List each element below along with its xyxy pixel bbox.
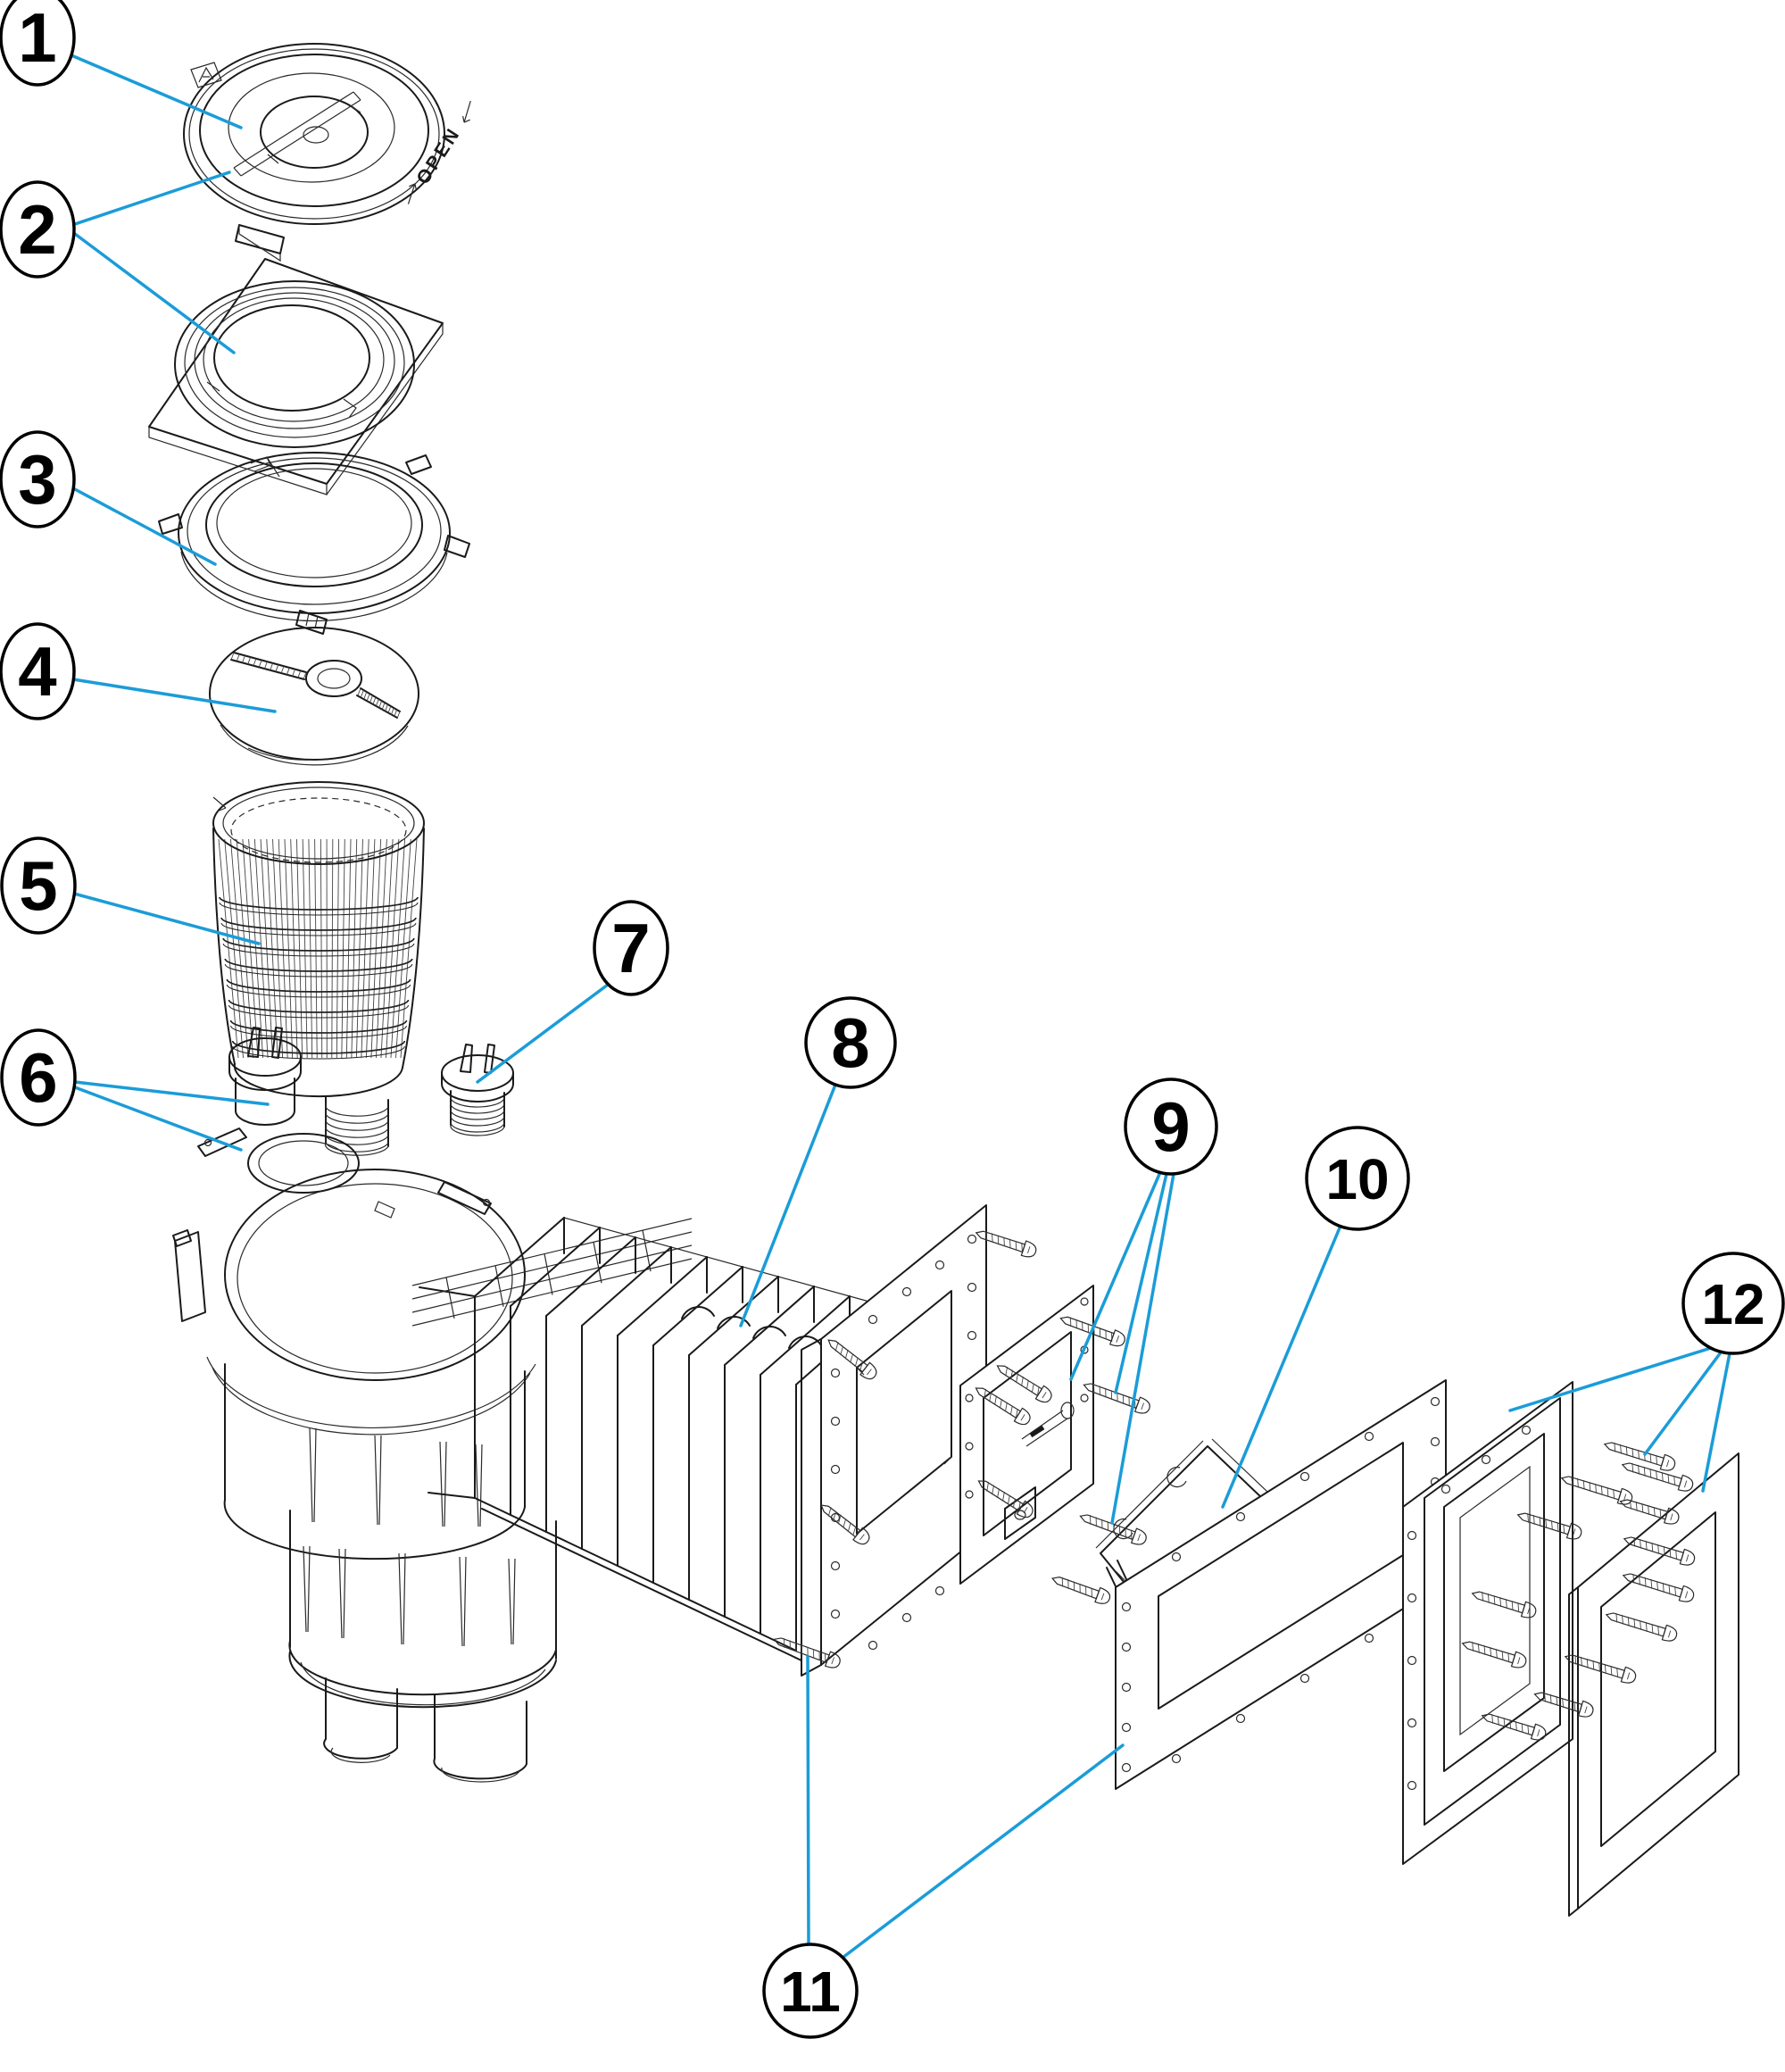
threaded-boss	[324, 1095, 389, 1156]
leader-5-1	[72, 892, 261, 945]
screw-4	[820, 1504, 870, 1545]
callout-5: 5	[0, 836, 77, 935]
callout-7: 7	[593, 900, 669, 996]
callout-label-5: 5	[19, 846, 57, 925]
open-arrow-icon	[407, 183, 417, 204]
callout-label-1: 1	[18, 0, 56, 77]
screw-23	[1481, 1713, 1547, 1741]
leader-9-1	[1069, 1170, 1162, 1381]
leader-6-2	[73, 1086, 243, 1152]
callout-label-10: 10	[1325, 1147, 1389, 1211]
callout-label-7: 7	[611, 909, 650, 987]
exploded-view-art: OPEN	[148, 43, 1739, 1917]
callout-9: 9	[1124, 1078, 1218, 1176]
screw-16	[1623, 1536, 1696, 1566]
screw-12	[1603, 1442, 1676, 1471]
screw-2	[975, 1230, 1037, 1258]
screw-18	[1605, 1612, 1678, 1642]
locking-ring	[158, 452, 470, 635]
callout-label-6: 6	[19, 1038, 57, 1117]
callout-label-12: 12	[1701, 1272, 1764, 1336]
screw-24	[1533, 1692, 1594, 1718]
callout-8: 8	[804, 996, 897, 1089]
leader-9-2	[1114, 1172, 1168, 1394]
screw-19	[1564, 1654, 1637, 1684]
tank-body	[172, 1128, 557, 1783]
callout-6: 6	[0, 1028, 77, 1127]
callout-1: 1	[0, 0, 76, 87]
screw-17	[1622, 1573, 1695, 1602]
close-arrow-icon	[462, 100, 471, 123]
screw-13	[1621, 1462, 1694, 1492]
wall-frame	[1402, 1381, 1573, 1865]
leader-12-1	[1508, 1346, 1713, 1412]
leader-6-1	[73, 1080, 270, 1106]
callout-3: 3	[0, 430, 76, 528]
screw-7	[1079, 1514, 1147, 1545]
screw-21	[1471, 1591, 1537, 1618]
callout-4: 4	[0, 622, 76, 720]
drain-plug	[228, 1027, 302, 1126]
screw-9	[975, 1387, 1031, 1426]
callout-label-3: 3	[18, 440, 56, 519]
callout-label-11: 11	[780, 1960, 841, 2024]
leader-3-1	[71, 487, 217, 566]
square-frame	[148, 258, 444, 495]
screw-6	[1083, 1383, 1150, 1414]
leader-9-3	[1110, 1172, 1175, 1525]
callout-11: 11	[762, 1943, 859, 2039]
leader-1-1	[70, 54, 243, 129]
screw-10	[977, 1480, 1034, 1519]
leader-10-1	[1221, 1224, 1342, 1509]
cover-plate	[209, 627, 419, 766]
gasket-plate	[1115, 1379, 1447, 1790]
brand-mark-icon	[190, 62, 222, 88]
screw-1	[773, 1637, 841, 1668]
callout-label-8: 8	[831, 1003, 869, 1082]
leader-2-2	[73, 232, 236, 354]
leader-11-1	[806, 1655, 810, 1946]
leader-4-1	[71, 678, 277, 713]
threaded-plug	[441, 1044, 514, 1136]
callout-label-9: 9	[1151, 1087, 1190, 1166]
leader-7-1	[476, 983, 610, 1084]
screw-15	[1619, 1499, 1680, 1525]
callout-12: 12	[1681, 1252, 1785, 1355]
screw-14	[1560, 1476, 1633, 1505]
leader-8-1	[739, 1083, 837, 1327]
leader-12-2	[1643, 1351, 1723, 1456]
leader-11-2	[837, 1743, 1125, 1962]
leader-2-1	[73, 171, 231, 226]
callout-2: 2	[0, 180, 76, 279]
screw-11	[1050, 1577, 1111, 1604]
screws	[773, 1230, 1696, 1741]
bellows-throat	[411, 1217, 886, 1661]
trim-frame	[1568, 1452, 1739, 1917]
throat-flange	[801, 1204, 987, 1677]
callout-10: 10	[1305, 1126, 1410, 1231]
screw-8	[996, 1365, 1052, 1403]
callout-label-4: 4	[18, 632, 56, 711]
clamp-frame	[959, 1285, 1094, 1585]
leader-lines	[70, 54, 1731, 1962]
leader-12-3	[1701, 1352, 1731, 1493]
screw-5	[1059, 1316, 1125, 1347]
callout-label-2: 2	[18, 190, 56, 269]
lid-cover: OPEN	[183, 43, 471, 262]
screw-20	[1516, 1512, 1582, 1540]
basket	[212, 781, 425, 1098]
screw-3	[827, 1339, 877, 1380]
screw-22	[1461, 1641, 1527, 1668]
